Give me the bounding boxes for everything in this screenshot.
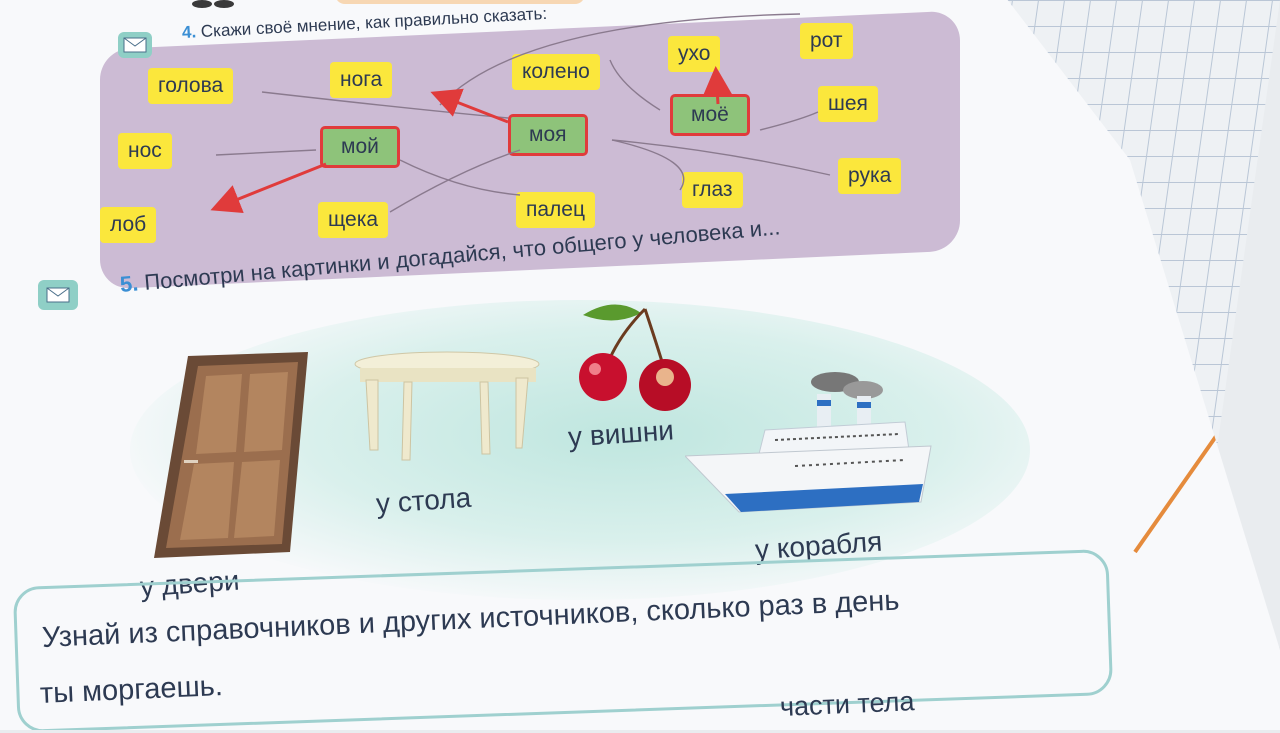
- word-scheka: щека: [318, 202, 389, 238]
- shoes-illustration: [192, 0, 234, 8]
- word-nos: нос: [118, 133, 172, 169]
- word-shea: шея: [818, 86, 878, 122]
- top-strip: [335, 0, 585, 4]
- word-rot: рот: [800, 23, 853, 59]
- table-illustration: [354, 351, 540, 461]
- door-illustration: [154, 352, 308, 558]
- word-golova: голова: [148, 68, 234, 104]
- envelope-icon: [38, 280, 78, 310]
- hub-moy: мой: [320, 126, 400, 168]
- hub-moya: моя: [508, 114, 588, 156]
- task5-number: 5.: [118, 270, 140, 297]
- task6-line3: части тела: [779, 686, 916, 722]
- word-koleno: колено: [512, 54, 600, 90]
- word-lob: лоб: [100, 207, 157, 243]
- cherry-illustration: [579, 304, 691, 411]
- task4-number: 4.: [181, 22, 197, 42]
- word-ruka: рука: [838, 158, 902, 194]
- word-noga: нога: [330, 62, 393, 98]
- word-ukho: ухо: [668, 36, 721, 72]
- hub-moe: моё: [670, 94, 750, 136]
- caption-table: у стола: [374, 481, 473, 520]
- word-palec: палец: [516, 192, 596, 228]
- ship-illustration: [685, 372, 932, 513]
- word-glaz: глаз: [682, 172, 743, 208]
- page-corner-line: [1133, 427, 1223, 554]
- envelope-icon: [118, 32, 152, 58]
